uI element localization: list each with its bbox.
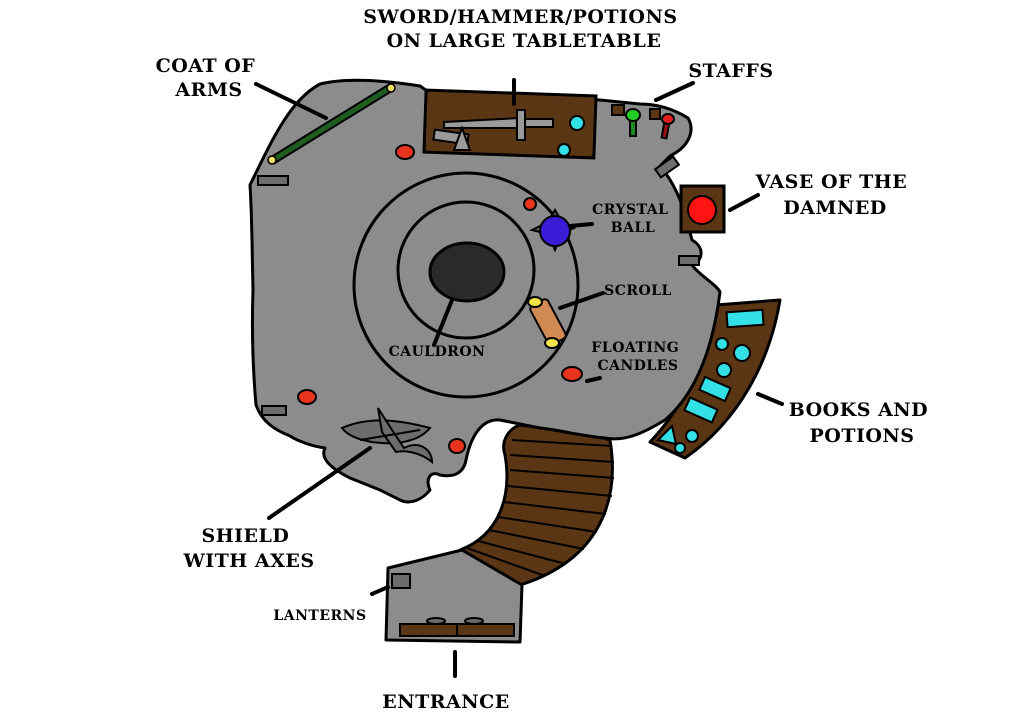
vase-of-the-damned	[687, 195, 717, 225]
label-books-potions-line1: BOOKS AND	[789, 399, 928, 421]
scroll-icon	[527, 296, 567, 349]
entrance-lantern-left	[426, 617, 446, 625]
leader-books	[756, 392, 784, 406]
label-vase-line1: VASE OF THE	[755, 171, 908, 193]
books-and-potions	[656, 308, 765, 454]
label-cauldron: CAULDRON	[389, 344, 486, 360]
label-scroll: SCROLL	[604, 283, 672, 299]
leader-staffs	[654, 81, 695, 102]
staffs	[611, 104, 675, 140]
label-shield-axes-line1: SHIELD	[201, 525, 289, 547]
label-books-potions-line2: POTIONS	[809, 425, 914, 447]
candle-3	[561, 366, 583, 382]
outer-ritual-ring	[352, 171, 580, 399]
hammer-icon	[432, 125, 472, 151]
leader-crystal-ball	[568, 222, 594, 228]
wall-torch-left-upper	[257, 175, 289, 186]
leader-lanterns	[370, 585, 390, 596]
candle-5	[448, 438, 466, 454]
leader-cauldron	[432, 298, 454, 347]
label-floating-candles: FLOATING CANDLES	[591, 340, 684, 374]
label-sword-table-line1: SWORD/HAMMER/POTIONS	[363, 6, 677, 28]
leader-shield	[267, 446, 372, 520]
label-lanterns: LANTERNS	[273, 608, 366, 624]
wall-torch-top-right	[653, 155, 681, 179]
label-shield-axes-line2: WITH AXES	[182, 550, 314, 572]
candle-2	[523, 197, 537, 211]
label-entrance: ENTRANCE	[382, 691, 510, 713]
leader-vase	[728, 193, 760, 212]
label-coat-of-arms-line2: ARMS	[174, 79, 242, 101]
label-vase: VASE OF THE DAMNED	[755, 171, 915, 219]
inner-ritual-ring	[396, 200, 536, 340]
label-shield-axes: SHIELD WITH AXES	[182, 525, 314, 572]
entrance-room	[384, 548, 524, 644]
label-vase-line2: DAMNED	[783, 197, 887, 219]
label-sword-table: SWORD/HAMMER/POTIONS ON LARGE TABLETABLE	[363, 6, 684, 52]
wall-torch-right	[678, 255, 700, 266]
leader-scroll	[558, 291, 605, 310]
stair-steps	[466, 439, 615, 577]
wall-lantern	[391, 573, 411, 589]
label-books-potions: BOOKS AND POTIONS	[789, 399, 936, 447]
wall-torch-left-lower	[261, 405, 287, 416]
label-sword-table-line2: ON LARGE TABLETABLE	[387, 30, 662, 52]
leader-coat-of-arms	[254, 82, 328, 120]
entrance-lantern-right	[464, 617, 484, 625]
table-potion-2	[557, 143, 571, 157]
label-coat-of-arms-line1: COAT OF	[156, 55, 256, 77]
leader-floating-candles	[585, 376, 602, 383]
label-staffs: STAFFS	[688, 60, 773, 82]
crystal-ball	[529, 208, 577, 253]
label-coat-of-arms: COAT OF ARMS	[156, 55, 263, 101]
sword-icon	[443, 109, 554, 141]
label-crystal-ball-line2: BALL	[611, 220, 655, 236]
label-crystal-ball-line1: CRYSTAL	[592, 202, 668, 218]
candle-1	[395, 144, 415, 160]
label-floating-candles-line2: CANDLES	[597, 358, 678, 374]
label-crystal-ball: CRYSTAL BALL	[592, 202, 674, 236]
candle-4	[297, 389, 317, 405]
label-floating-candles-line1: FLOATING	[591, 340, 679, 356]
shield-with-axes	[340, 407, 434, 465]
cauldron	[428, 241, 506, 303]
table-potion-1	[569, 115, 585, 131]
